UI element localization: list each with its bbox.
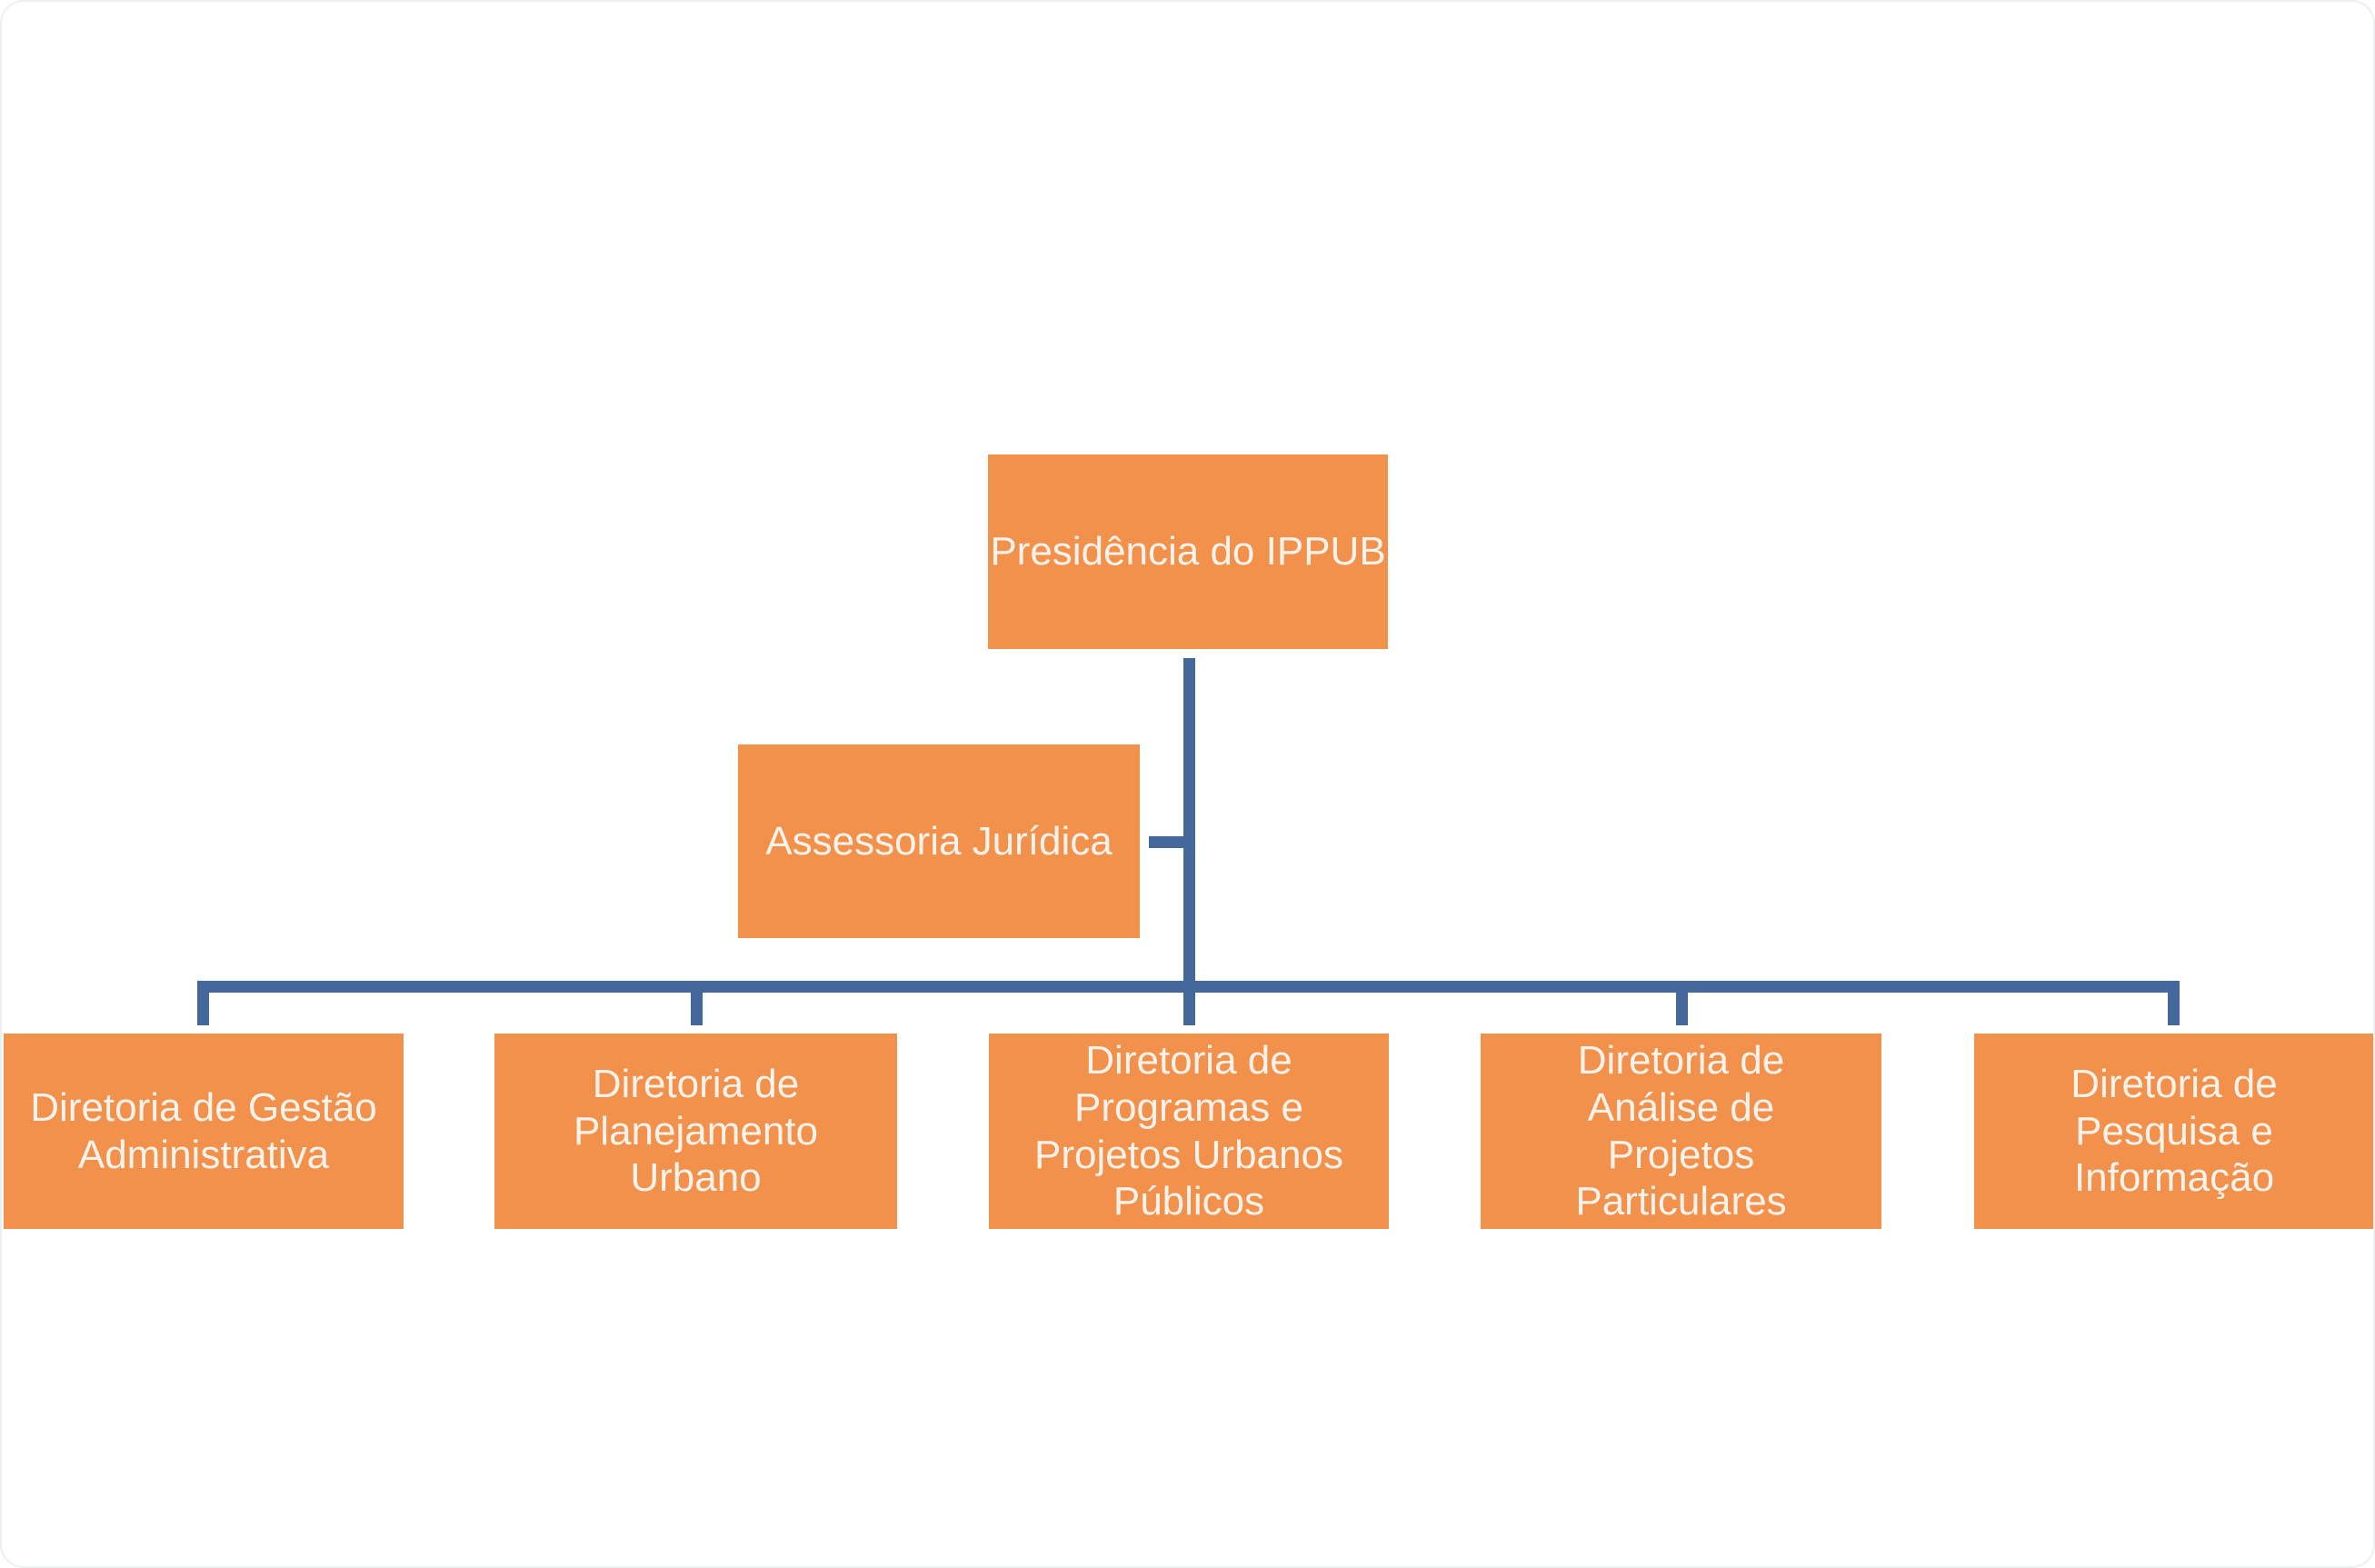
org-node-presidencia[interactable]: Presidência do IPPUB: [988, 454, 1388, 649]
org-node-label: Presidência do IPPUB: [990, 529, 1386, 574]
connector-assistant-elbow: [1149, 836, 1189, 848]
connector-children-bar: [197, 981, 2180, 993]
org-node-pesquisa-informacao[interactable]: Diretoria de Pesquisa e Informação: [1974, 1034, 2373, 1229]
org-node-label: Diretoria de Planejamento Urbano: [573, 1061, 819, 1201]
org-node-assessoria-juridica[interactable]: Assessoria Jurídica: [738, 744, 1140, 938]
org-node-label: Diretoria de Gestão Administrativa: [30, 1084, 377, 1177]
connector-stub-gestao: [197, 981, 209, 1025]
org-node-label: Assessoria Jurídica: [765, 818, 1113, 864]
org-node-label: Diretoria de Programas e Projetos Urbano…: [1034, 1037, 1343, 1224]
connector-stub-pesquisa: [2168, 981, 2180, 1025]
connector-stub-planejamento: [691, 981, 703, 1025]
org-node-planejamento-urbano[interactable]: Diretoria de Planejamento Urbano: [494, 1034, 897, 1229]
org-node-label: Diretoria de Pesquisa e Informação: [2071, 1061, 2278, 1201]
org-node-label: Diretoria de Análise de Projetos Particu…: [1575, 1037, 1787, 1224]
org-node-gestao-administrativa[interactable]: Diretoria de Gestão Administrativa: [4, 1034, 404, 1229]
connector-stub-analise: [1676, 981, 1688, 1025]
org-node-programas-projetos[interactable]: Diretoria de Programas e Projetos Urbano…: [989, 1034, 1389, 1229]
connector-root-vertical: [1183, 658, 1195, 1025]
org-node-analise-projetos[interactable]: Diretoria de Análise de Projetos Particu…: [1481, 1034, 1881, 1229]
